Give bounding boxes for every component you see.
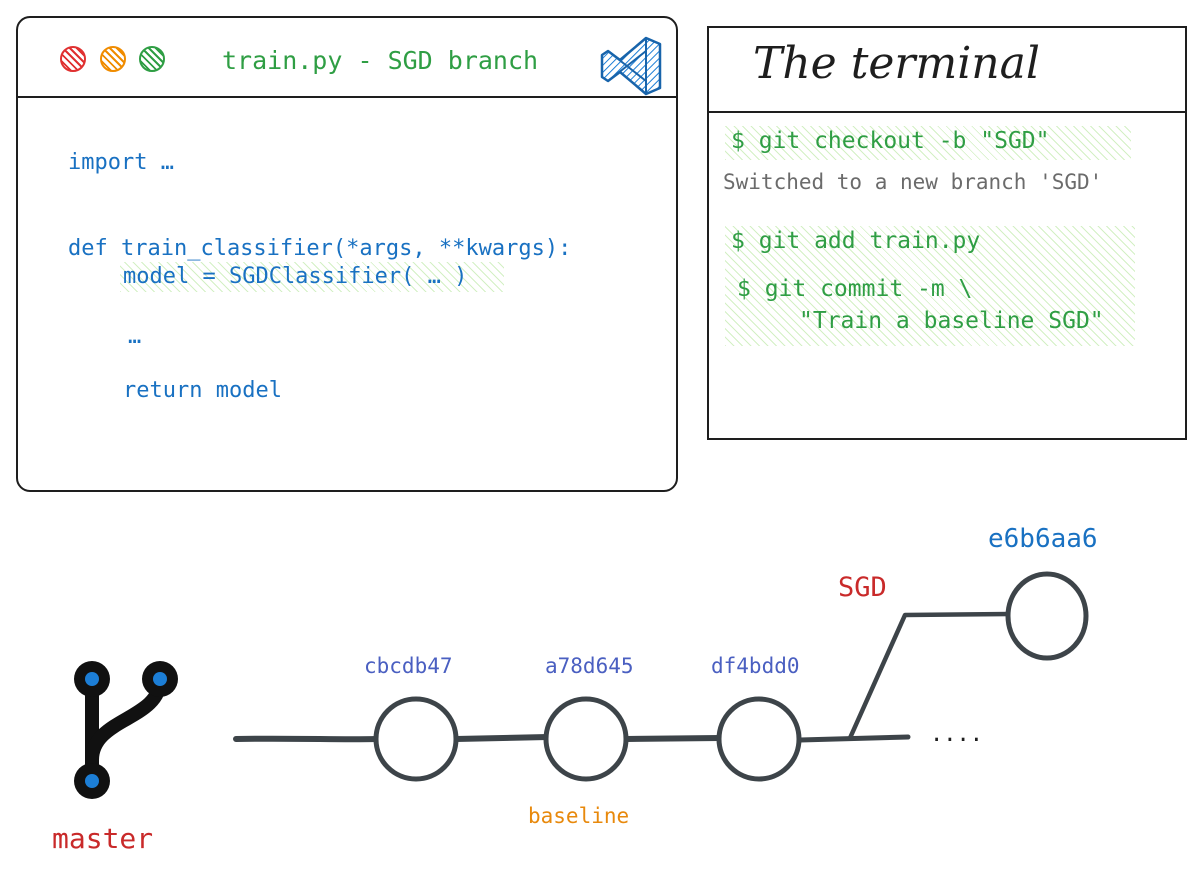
master-branch-line xyxy=(623,735,723,742)
commit-hash[interactable]: cbcdb47 xyxy=(364,654,453,678)
tag-label-baseline[interactable]: baseline xyxy=(528,804,630,828)
sgd-branch-line xyxy=(847,611,1013,741)
code-line-model[interactable]: model = SGDClassifier( … ) xyxy=(123,264,468,289)
terminal-highlight xyxy=(725,226,1135,346)
commit-node xyxy=(716,696,802,782)
minimize-icon[interactable] xyxy=(100,46,126,72)
code-line-ellipsis[interactable]: … xyxy=(128,324,142,349)
terminal-output-checkout: Switched to a new branch 'SGD' xyxy=(723,170,1103,194)
code-line-import[interactable]: import … xyxy=(68,150,174,175)
continuation-dots: .... xyxy=(930,722,983,747)
terminal-title: The terminal xyxy=(753,38,1040,89)
maximize-icon[interactable] xyxy=(139,46,165,72)
branch-label-master[interactable]: master xyxy=(52,822,154,855)
commit-node xyxy=(1005,571,1089,661)
commit-hash[interactable]: df4bdd0 xyxy=(711,654,800,678)
editor-window: train.py - SGD branch import … def train… xyxy=(16,16,678,492)
commit-node xyxy=(543,696,629,782)
commit-hash-sgd[interactable]: e6b6aa6 xyxy=(988,524,1098,554)
master-branch-line xyxy=(233,735,379,743)
git-branch-icon xyxy=(74,661,178,799)
terminal-highlight xyxy=(725,126,1131,160)
editor-title-bar: train.py - SGD branch xyxy=(18,18,676,98)
terminal-cmd-checkout[interactable]: $ git checkout -b "SGD" xyxy=(731,128,1050,154)
master-branch-line xyxy=(797,734,911,743)
code-line-return[interactable]: return model xyxy=(123,378,282,403)
master-branch-line xyxy=(453,734,551,742)
terminal-cmd-commit[interactable]: $ git commit -m \ xyxy=(737,276,973,302)
terminal-window: The terminal $ git checkout -b "SGD" Swi… xyxy=(707,26,1187,440)
close-icon[interactable] xyxy=(60,46,86,72)
commit-hash[interactable]: a78d645 xyxy=(545,654,634,678)
code-line-def[interactable]: def train_classifier(*args, **kwargs): xyxy=(68,236,572,261)
commit-node xyxy=(373,696,459,782)
branch-label-sgd[interactable]: SGD xyxy=(838,572,887,603)
code-highlight xyxy=(120,262,504,292)
terminal-title-bar: The terminal xyxy=(709,28,1185,113)
vscode-logo-icon xyxy=(600,36,662,96)
terminal-cmd-commit-message[interactable]: "Train a baseline SGD" xyxy=(799,308,1104,334)
editor-title: train.py - SGD branch xyxy=(222,46,539,75)
terminal-cmd-add[interactable]: $ git add train.py xyxy=(731,228,981,254)
